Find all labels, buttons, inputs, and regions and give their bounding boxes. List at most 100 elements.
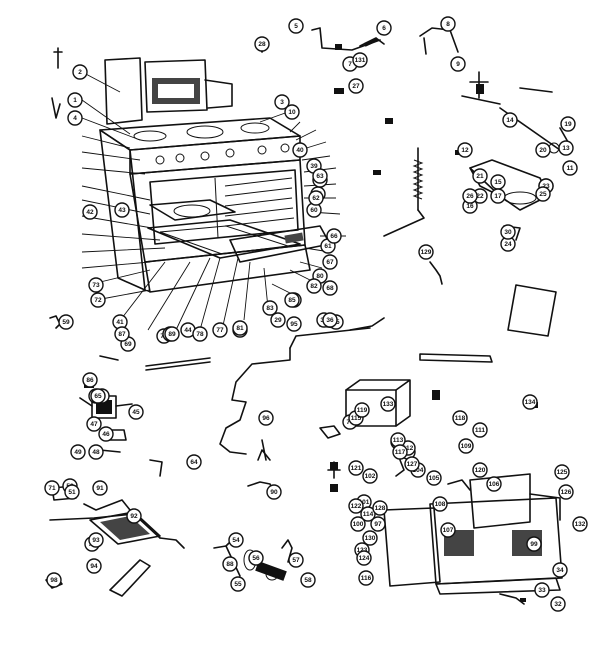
callout-17: 17 xyxy=(490,188,506,204)
callout-label: 80 xyxy=(316,273,324,280)
callout-117: 117 xyxy=(392,444,408,460)
callout-label: 126 xyxy=(561,489,572,496)
callout-label: 117 xyxy=(395,449,406,456)
callout-label: 113 xyxy=(393,437,404,444)
callout-label: 8 xyxy=(446,21,450,28)
callout-label: 61 xyxy=(324,243,332,250)
callout-label: 99 xyxy=(530,541,538,548)
callout-label: 127 xyxy=(407,461,418,468)
callout-label: 130 xyxy=(365,535,376,542)
callout-63: 63 xyxy=(312,168,328,184)
callout-91: 91 xyxy=(92,480,108,496)
callout-label: 42 xyxy=(86,209,94,216)
callout-114: 114 xyxy=(360,506,376,522)
callout-102: 102 xyxy=(362,468,378,484)
callout-label: 24 xyxy=(504,241,512,248)
callout-49: 49 xyxy=(70,444,86,460)
callout-label: 106 xyxy=(489,481,500,488)
callout-label: 124 xyxy=(359,555,370,562)
callout-96: 96 xyxy=(258,410,274,426)
callout-label: 86 xyxy=(86,377,94,384)
callout-label: 41 xyxy=(116,319,124,326)
callout-6: 6 xyxy=(376,20,392,36)
callout-77: 77 xyxy=(212,322,228,338)
callout-label: 107 xyxy=(443,527,454,534)
callout-label: 125 xyxy=(557,469,568,476)
callout-106: 106 xyxy=(486,476,502,492)
callout-label: 68 xyxy=(326,285,334,292)
callout-label: 6 xyxy=(382,25,386,32)
callout-119: 119 xyxy=(354,402,370,418)
callout-label: 116 xyxy=(361,575,372,582)
callout-19: 19 xyxy=(560,116,576,132)
callout-label: 83 xyxy=(266,305,274,312)
callout-label: 39 xyxy=(310,163,318,170)
callout-85: 85 xyxy=(284,292,300,308)
callout-label: 97 xyxy=(374,521,382,528)
callout-90: 90 xyxy=(266,484,282,500)
callout-2: 2 xyxy=(72,64,88,80)
callout-36: 36 xyxy=(322,312,338,328)
callout-label: 104 xyxy=(413,467,424,474)
callout-label: 92 xyxy=(130,513,138,520)
callout-128: 128 xyxy=(372,500,388,516)
callout-81: 81 xyxy=(232,320,248,336)
callout-62: 62 xyxy=(308,190,324,206)
callout-78: 78 xyxy=(192,326,208,342)
callout-label: 98 xyxy=(50,577,58,584)
callout-label: 43 xyxy=(118,207,126,214)
callout-label: 20 xyxy=(539,147,547,154)
callout-label: 58 xyxy=(304,577,312,584)
callout-58: 58 xyxy=(300,572,316,588)
callout-118: 118 xyxy=(452,410,468,426)
callout-73: 73 xyxy=(88,277,104,293)
callout-124: 124 xyxy=(356,550,372,566)
callout-label: 122 xyxy=(351,503,362,510)
callout-label: 131 xyxy=(355,57,366,64)
callout-label: 62 xyxy=(312,195,320,202)
callout-86: 86 xyxy=(82,372,98,388)
gas-supply-tube xyxy=(219,327,371,455)
callout-26: 26 xyxy=(462,188,478,204)
callout-93: 93 xyxy=(88,532,104,548)
callout-label: 13 xyxy=(562,145,570,152)
callout-label: 2 xyxy=(78,69,82,76)
callout-132: 132 xyxy=(572,516,588,532)
callout-133: 133 xyxy=(380,396,396,412)
callout-28: 28 xyxy=(254,36,270,52)
leader-lines xyxy=(81,71,346,331)
callout-127: 127 xyxy=(404,456,420,472)
callout-label: 59 xyxy=(62,319,70,326)
callout-29: 29 xyxy=(270,312,286,328)
callout-label: 118 xyxy=(455,415,466,422)
callout-94: 94 xyxy=(86,558,102,574)
callout-label: 77 xyxy=(216,327,224,334)
callout-label: 109 xyxy=(461,443,472,450)
callout-label: 19 xyxy=(564,121,572,128)
callout-100: 100 xyxy=(350,516,366,532)
callout-label: 87 xyxy=(118,331,126,338)
callout-label: 66 xyxy=(330,233,338,240)
callout-label: 69 xyxy=(124,341,132,348)
callout-label: 93 xyxy=(92,537,100,544)
callout-label: 60 xyxy=(310,207,318,214)
callout-46: 46 xyxy=(98,426,114,442)
callout-label: 5 xyxy=(294,23,298,30)
callout-109: 109 xyxy=(458,438,474,454)
callout-27: 27 xyxy=(348,78,364,94)
callout-label: 121 xyxy=(351,465,362,472)
callout-43: 43 xyxy=(114,202,130,218)
callout-5: 5 xyxy=(288,18,304,34)
callout-label: 3 xyxy=(280,99,284,106)
callout-label: 57 xyxy=(292,557,300,564)
callout-label: 21 xyxy=(476,173,484,180)
callout-99: 99 xyxy=(526,536,542,552)
callout-30: 30 xyxy=(500,224,516,240)
callout-87: 87 xyxy=(114,326,130,342)
callout-label: 1 xyxy=(73,97,77,104)
callout-15: 15 xyxy=(490,174,506,190)
callout-92: 92 xyxy=(126,508,142,524)
callout-64: 64 xyxy=(186,454,202,470)
callout-label: 65 xyxy=(94,393,102,400)
callout-131: 131 xyxy=(352,52,368,68)
